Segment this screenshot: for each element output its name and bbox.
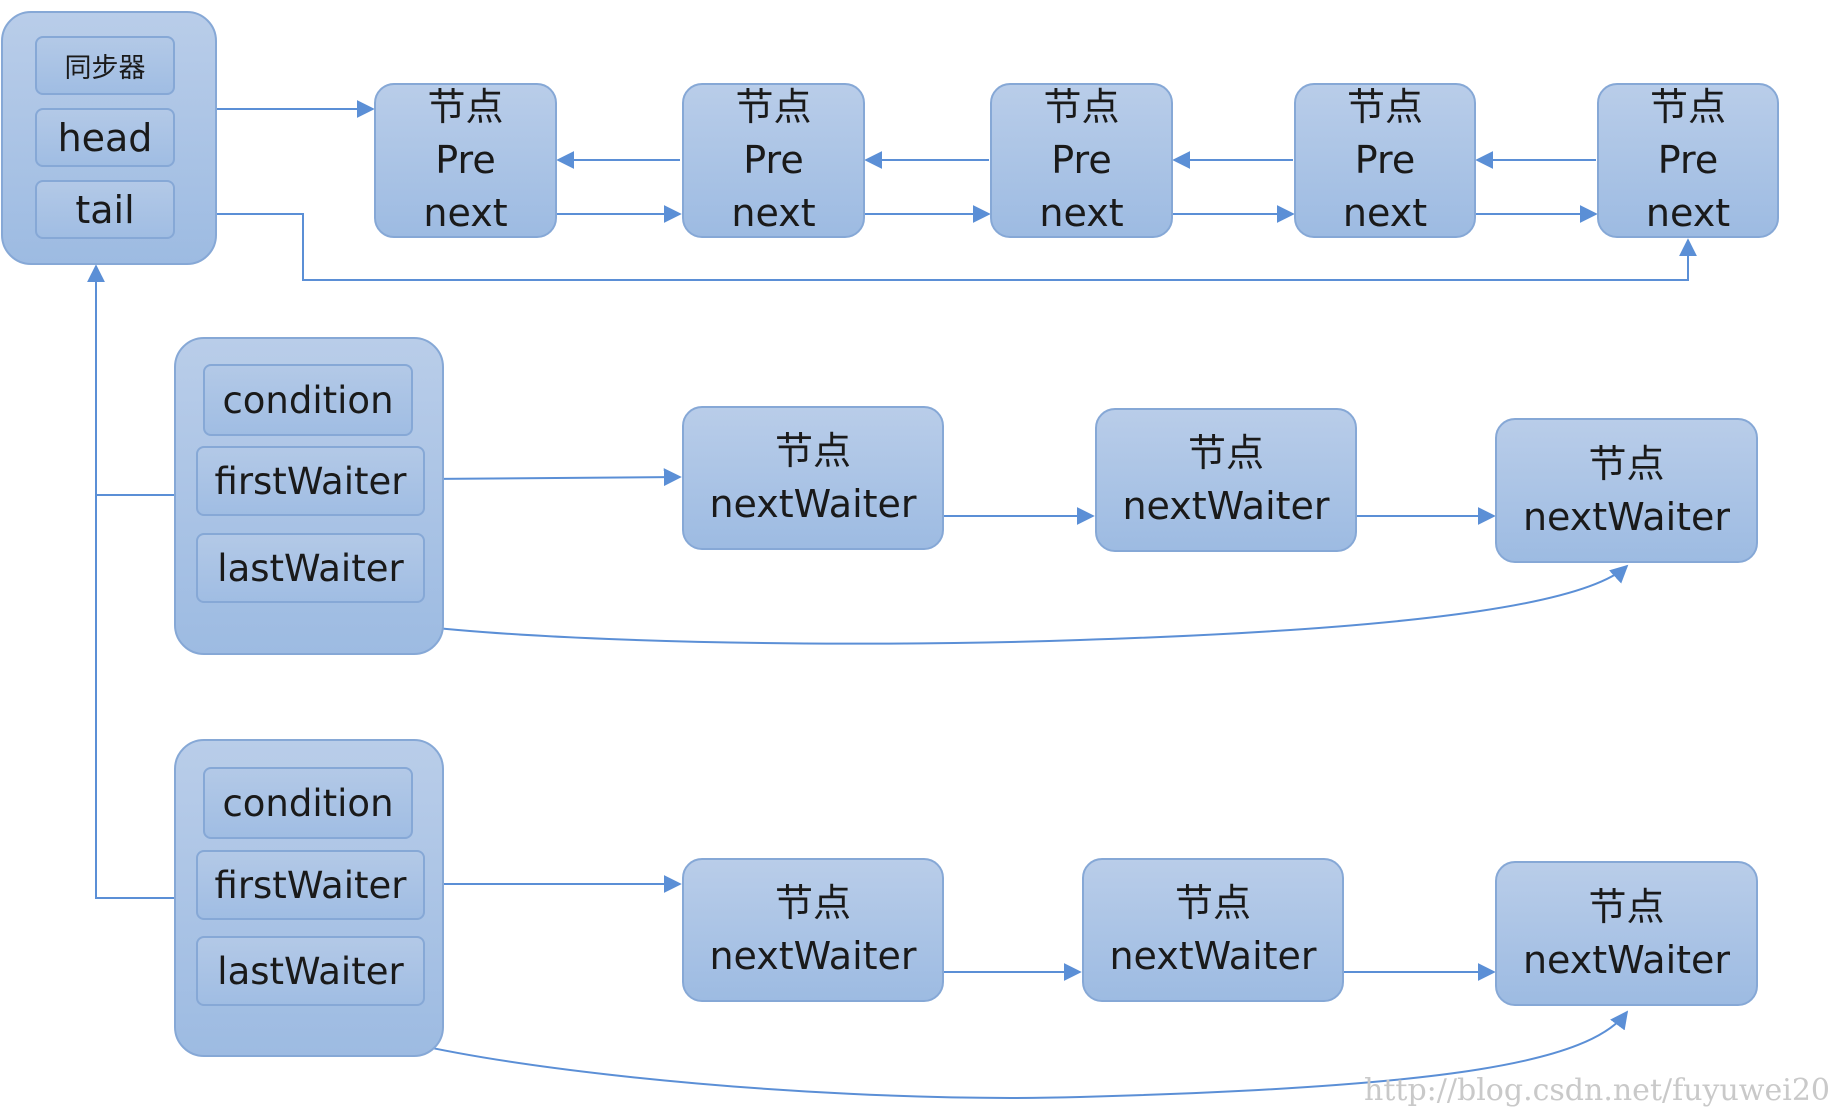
node-next: next xyxy=(1039,191,1124,235)
sync-node: 节点 Pre next xyxy=(1294,83,1476,238)
first-waiter-field: firstWaiter xyxy=(196,850,425,920)
node-title: 节点 xyxy=(1649,85,1726,129)
first-waiter-link xyxy=(423,468,682,487)
node-title: 节点 xyxy=(735,85,812,129)
condition-node: 节点 nextWaiter xyxy=(1095,408,1357,552)
node-title: 节点 xyxy=(1588,441,1665,486)
condition-node: 节点 nextWaiter xyxy=(1495,861,1758,1006)
sync-node: 节点 Pre next xyxy=(374,83,557,238)
synchronizer-title: 同步器 xyxy=(35,36,175,95)
last-waiter-field: lastWaiter xyxy=(196,533,425,603)
condition-node: 节点 nextWaiter xyxy=(1082,858,1344,1002)
sync-node: 节点 Pre next xyxy=(682,83,865,238)
tail-field: tail xyxy=(35,180,175,239)
node-pre: Pre xyxy=(1354,138,1416,182)
node-next-waiter: nextWaiter xyxy=(709,934,917,978)
condition-node: 节点 nextWaiter xyxy=(1495,418,1758,563)
node-next: next xyxy=(731,191,816,235)
node-title: 节点 xyxy=(1043,85,1120,129)
last-waiter-link xyxy=(309,1004,1629,1099)
node-title: 节点 xyxy=(774,881,851,925)
sync-node: 节点 Pre next xyxy=(1597,83,1779,238)
condition-label: condition xyxy=(203,767,413,839)
watermark: http://blog.csdn.net/fuyuwei20 xyxy=(1364,1073,1830,1108)
node-title: 节点 xyxy=(774,429,851,473)
node-next: next xyxy=(1342,191,1428,235)
last-waiter-field: lastWaiter xyxy=(196,936,425,1006)
head-field: head xyxy=(35,108,175,167)
last-waiter-link xyxy=(309,564,1629,645)
node-pre: Pre xyxy=(435,138,496,182)
node-next-waiter: nextWaiter xyxy=(709,482,917,526)
first-waiter-field: firstWaiter xyxy=(196,446,425,516)
node-next-waiter: nextWaiter xyxy=(1522,937,1731,982)
node-next-waiter: nextWaiter xyxy=(1122,484,1330,528)
tail-link xyxy=(176,213,1697,281)
node-title: 节点 xyxy=(427,85,504,129)
condition-label: condition xyxy=(203,364,413,436)
node-next: next xyxy=(423,191,508,235)
node-pre: Pre xyxy=(1051,138,1112,182)
node-next: next xyxy=(1645,191,1731,235)
condition-node: 节点 nextWaiter xyxy=(682,406,944,550)
condition-node: 节点 nextWaiter xyxy=(682,858,944,1002)
condition-to-sync-link xyxy=(87,264,174,899)
node-title: 节点 xyxy=(1187,431,1264,475)
node-title: 节点 xyxy=(1174,881,1251,925)
node-next-waiter: nextWaiter xyxy=(1522,494,1731,539)
node-title: 节点 xyxy=(1588,884,1665,929)
sync-node: 节点 Pre next xyxy=(990,83,1173,238)
node-title: 节点 xyxy=(1346,85,1423,129)
node-next-waiter: nextWaiter xyxy=(1109,934,1317,978)
node-pre: Pre xyxy=(743,138,804,182)
node-pre: Pre xyxy=(1657,138,1719,182)
